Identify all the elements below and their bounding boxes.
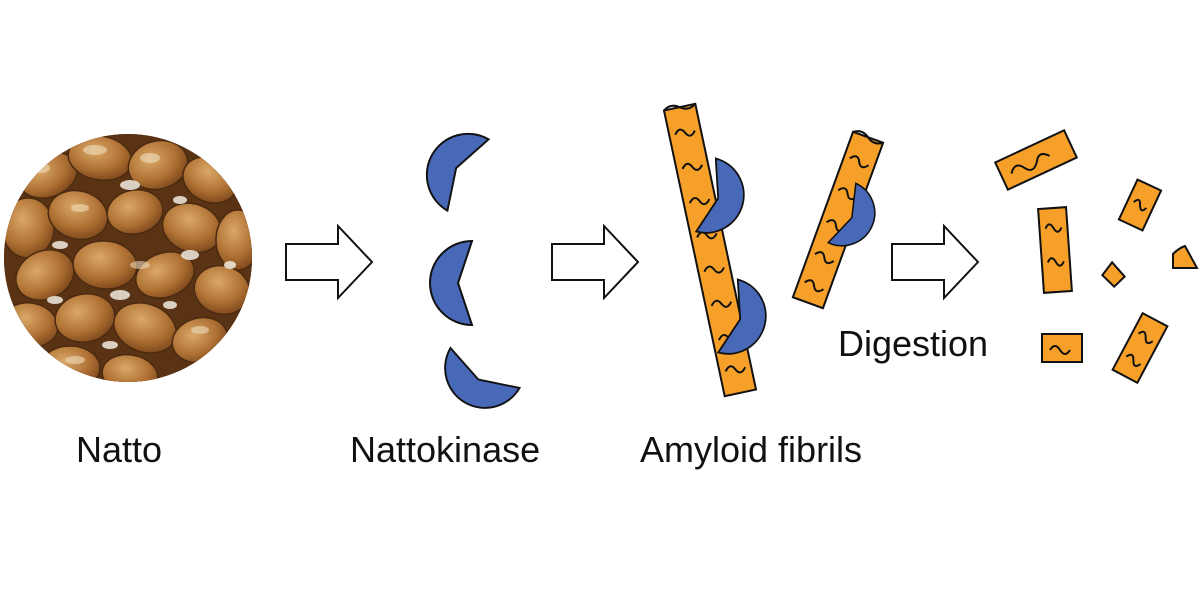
fragment xyxy=(1037,206,1073,294)
label-digestion: Digestion xyxy=(838,323,989,364)
fragment xyxy=(1117,178,1163,232)
label-natto: Natto xyxy=(76,429,163,470)
enzyme-shape xyxy=(429,347,521,424)
right-arrow-icon xyxy=(285,223,374,301)
right-arrow-icon xyxy=(891,223,980,301)
fragment xyxy=(1101,260,1127,289)
right-arrow-icon xyxy=(551,223,640,301)
fragment xyxy=(993,129,1079,191)
enzyme-shape xyxy=(429,240,473,326)
natto-beans xyxy=(4,134,252,382)
fragment xyxy=(1041,333,1083,363)
fibril-fragments xyxy=(993,129,1199,385)
fragment xyxy=(1111,311,1169,385)
fragment xyxy=(1172,244,1199,269)
amyloid-fibrils xyxy=(662,102,887,398)
label-amyloid-fibrils: Amyloid fibrils xyxy=(640,429,863,470)
nattokinase-enzymes xyxy=(410,117,521,424)
natto-photo xyxy=(4,134,252,382)
label-nattokinase: Nattokinase xyxy=(350,429,541,470)
enzyme-shape xyxy=(410,117,490,212)
